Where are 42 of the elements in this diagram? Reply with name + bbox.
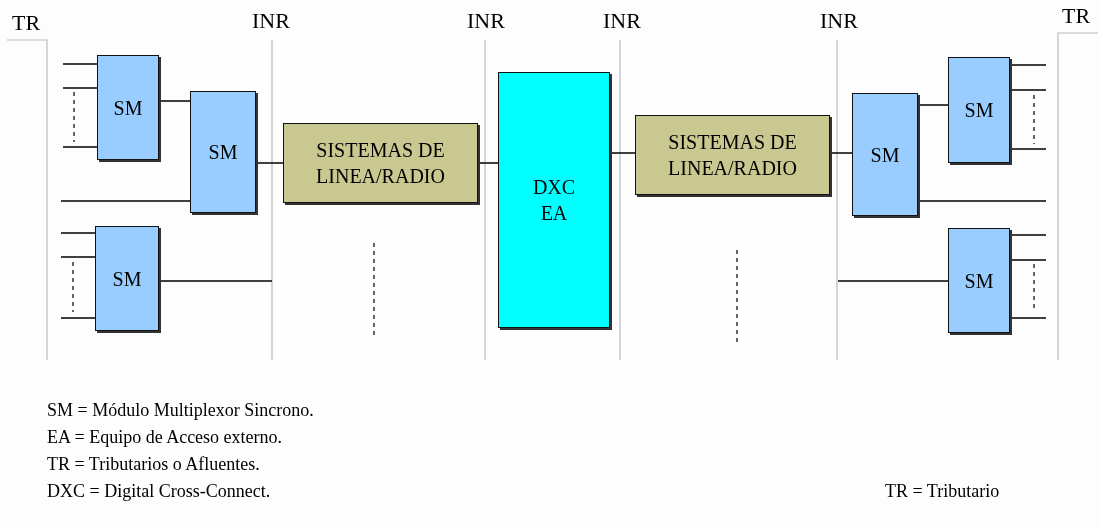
connector-line — [60, 256, 96, 258]
connector-line — [917, 104, 949, 106]
multiplexer-box: SM — [852, 93, 918, 216]
column-label: INR — [252, 8, 290, 34]
multiplexer-box: SM — [95, 226, 159, 331]
line-system-box: SISTEMAS DE LINEA/RADIO — [283, 123, 478, 203]
connector-line — [917, 200, 1047, 202]
connector-line — [62, 146, 98, 148]
connector-line — [158, 280, 273, 282]
connector-line — [1009, 148, 1047, 150]
note-text: SM = Módulo Multiplexor Sincrono. — [47, 400, 314, 421]
cross-connect-box: DXC EA — [498, 72, 610, 328]
line-system-box: SISTEMAS DE LINEA/RADIO — [635, 115, 830, 195]
column-label: INR — [603, 8, 641, 34]
note-text: DXC = Digital Cross-Connect. — [47, 481, 271, 502]
connector-line — [1009, 317, 1047, 319]
connector-line — [255, 162, 284, 164]
column-label: TR — [12, 10, 41, 36]
connector-line — [60, 200, 191, 202]
connector-line — [158, 100, 191, 102]
connector-line — [837, 280, 949, 282]
note-text: TR = Tributarios o Afluentes. — [47, 454, 260, 475]
connector-line — [62, 63, 98, 65]
note-text: EA = Equipo de Acceso externo. — [47, 427, 283, 448]
note-text: TR = Tributario — [885, 481, 1000, 502]
connector-line — [609, 152, 636, 154]
multiplexer-box: SM — [948, 57, 1010, 163]
connector-line — [1009, 89, 1047, 91]
column-label: INR — [820, 8, 858, 34]
connector-line — [1009, 259, 1047, 261]
column-label: TR — [1062, 3, 1091, 29]
connector-line — [1009, 234, 1047, 236]
connector-line — [62, 87, 98, 89]
connector-line — [60, 317, 96, 319]
connector-line — [1009, 64, 1047, 66]
multiplexer-box: SM — [948, 228, 1010, 333]
multiplexer-box: SM — [97, 55, 159, 160]
connector-line — [60, 232, 96, 234]
column-label: INR — [467, 8, 505, 34]
multiplexer-box: SM — [190, 91, 256, 213]
connector-line — [477, 162, 499, 164]
connector-line — [829, 152, 853, 154]
